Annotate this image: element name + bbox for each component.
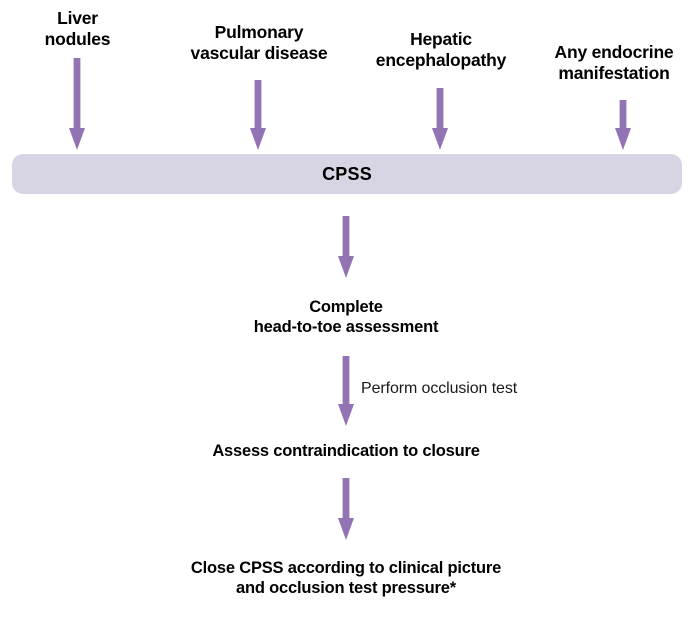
flow-arrow-cpss-to-assessment bbox=[336, 216, 356, 278]
flow-arrow-contraindication-to-close bbox=[336, 478, 356, 540]
input-label-liver-nodules: Liver nodules bbox=[44, 8, 111, 50]
input-arrow-any-endocrine-manifestation bbox=[613, 100, 633, 150]
step-label-complete-head-to-toe-assessment: Complete head-to-toe assessment bbox=[253, 298, 439, 337]
input-label-hepatic-encephalopathy: Hepatic encephalopathy bbox=[375, 29, 507, 71]
input-arrow-hepatic-encephalopathy bbox=[430, 88, 450, 150]
flow-arrow-assessment-to-contraindication bbox=[336, 356, 356, 426]
cpss-node: CPSS bbox=[12, 154, 682, 194]
input-arrow-liver-nodules bbox=[67, 58, 87, 150]
input-arrow-pulmonary-vascular-disease bbox=[248, 80, 268, 150]
cpss-node-label: CPSS bbox=[322, 163, 372, 184]
step-label-close-cpss: Close CPSS according to clinical picture… bbox=[190, 559, 502, 598]
input-label-pulmonary-vascular-disease: Pulmonary vascular disease bbox=[190, 22, 328, 64]
input-label-any-endocrine-manifestation: Any endocrine manifestation bbox=[554, 42, 674, 84]
annotation-perform-occlusion-test: Perform occlusion test bbox=[361, 380, 518, 397]
step-label-assess-contraindication-to-closure: Assess contraindication to closure bbox=[212, 442, 480, 460]
